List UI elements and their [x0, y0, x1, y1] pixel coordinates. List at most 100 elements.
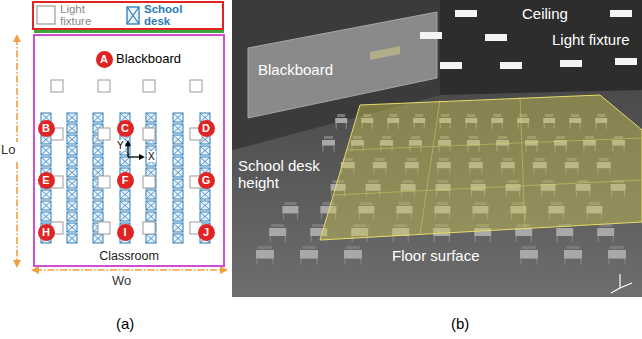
school-desk — [67, 212, 77, 221]
light-fixture — [143, 222, 155, 234]
school-desk-cross — [173, 135, 183, 144]
measurement-point: C — [117, 120, 134, 137]
render-desk-legs — [323, 146, 334, 152]
render-desk-legs — [336, 123, 346, 129]
blackboard-panel — [248, 12, 437, 118]
school-desk — [67, 223, 77, 232]
dimension-lines — [17, 38, 224, 270]
school-desk — [67, 168, 77, 177]
legend-text: School desk — [144, 4, 196, 27]
label: Light fixture — [552, 32, 630, 49]
measurement-point: B — [38, 120, 55, 137]
school-desk-cross — [93, 146, 103, 155]
render-chair — [522, 246, 536, 249]
render-chair — [324, 136, 333, 139]
school-desk — [41, 201, 51, 210]
ceiling-light-fixture — [455, 10, 477, 17]
light-fixture — [98, 128, 110, 140]
render-desk-legs — [283, 213, 297, 219]
school-desk-cross — [200, 146, 210, 155]
ceiling-light-fixture — [420, 32, 442, 39]
blackboard-highlight — [370, 46, 400, 60]
render-chair — [610, 246, 624, 249]
school-desk-cross — [173, 157, 183, 166]
school-desk — [67, 179, 77, 188]
school-desk-sample-cross — [127, 7, 139, 24]
school-desk-cross — [67, 212, 77, 221]
school-desk-cross — [120, 190, 130, 199]
render-desk — [269, 228, 286, 236]
school-desk — [200, 190, 210, 199]
school-desk — [173, 157, 183, 166]
light-fixture — [98, 80, 110, 92]
render-chair — [337, 114, 345, 117]
school-desk — [93, 157, 103, 166]
render-desk-legs — [475, 236, 490, 242]
school-desk-cross — [67, 124, 77, 133]
school-desk — [173, 179, 183, 188]
render-chair — [346, 246, 360, 249]
school-desk-cross — [67, 190, 77, 199]
school-desk — [41, 190, 51, 199]
school-desk — [93, 234, 103, 243]
school-desk — [173, 113, 183, 122]
school-desk — [41, 146, 51, 155]
label: Wo — [112, 274, 131, 288]
light-fixture — [143, 80, 155, 92]
point-letter: E — [42, 175, 49, 186]
label: X — [147, 151, 156, 162]
school-desk — [41, 157, 51, 166]
school-desk — [200, 157, 210, 166]
light-fixture — [98, 176, 110, 188]
school-desk — [93, 190, 103, 199]
school-desk-cross — [67, 168, 77, 177]
render-background — [232, 0, 642, 297]
render-chair — [271, 224, 284, 227]
school-desk — [173, 234, 183, 243]
point-letter: I — [123, 227, 126, 238]
axis-arrowhead — [139, 154, 145, 160]
ceiling-light-fixture — [610, 10, 632, 17]
legend-frame — [33, 2, 223, 29]
point-letter: G — [202, 175, 211, 186]
render-desk-legs — [345, 259, 361, 265]
school-desk — [173, 168, 183, 177]
fixture-layer — [51, 80, 202, 234]
desk-layer — [41, 113, 210, 243]
school-desk-cross — [146, 234, 156, 243]
school-desk-cross — [67, 113, 77, 122]
plane-grid-line — [347, 138, 642, 150]
measurement-point: H — [38, 224, 55, 241]
point-letter: H — [42, 227, 50, 238]
ceiling-light-fixture — [485, 34, 507, 41]
point-letter: F — [122, 175, 129, 186]
measurement-point: E — [38, 172, 55, 189]
render-desk — [520, 250, 538, 259]
school-desk-cross — [120, 201, 130, 210]
school-desk — [67, 157, 77, 166]
render-axis — [620, 283, 632, 288]
school-desk-cross — [93, 201, 103, 210]
school-desk — [67, 234, 77, 243]
dimension-line-lo-lower — [16, 162, 18, 264]
school-desk — [120, 157, 130, 166]
school-desk-cross — [173, 201, 183, 210]
school-desk — [146, 113, 156, 122]
render-axis — [611, 288, 620, 293]
school-desk-cross — [67, 135, 77, 144]
light-fixture — [143, 128, 155, 140]
ceiling-light-fixture — [500, 62, 522, 69]
floor — [232, 90, 642, 297]
render-desk — [282, 206, 298, 213]
school-desk — [173, 135, 183, 144]
school-desk-cross — [146, 212, 156, 221]
axis-arrowhead — [125, 140, 131, 146]
school-desk-sample — [127, 7, 139, 24]
school-desk — [173, 223, 183, 232]
render-chair — [312, 224, 325, 227]
render-chair — [258, 246, 272, 249]
school-desk — [93, 201, 103, 210]
school-desk — [120, 190, 130, 199]
school-desk-cross — [200, 157, 210, 166]
label: (b) — [451, 316, 469, 333]
